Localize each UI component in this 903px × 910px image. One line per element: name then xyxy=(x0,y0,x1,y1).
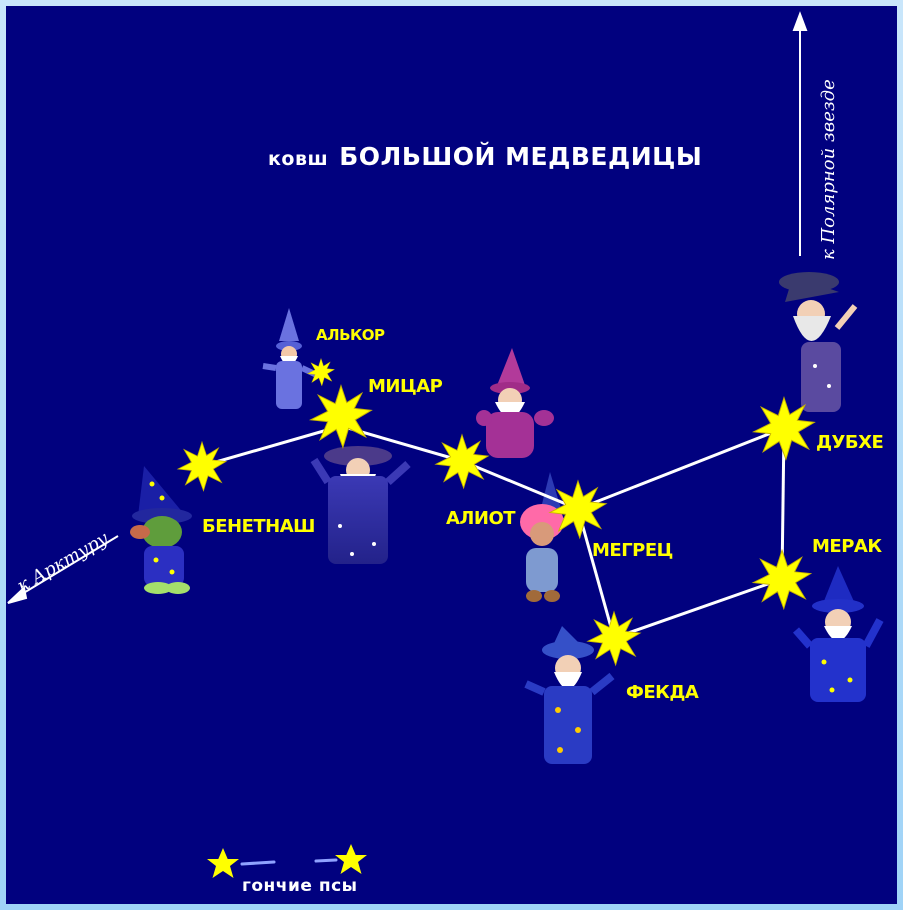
arrow-label-polaris: к Полярной звезде xyxy=(818,79,839,260)
wizard-icon xyxy=(792,566,884,702)
diagram-title: ковш БОЛЬШОЙ МЕДВЕДИЦЫ xyxy=(268,142,702,171)
star-label-merak: МЕРАК xyxy=(812,536,882,557)
wizard-icon xyxy=(524,626,615,764)
star-label-phecda: ФЕКДА xyxy=(626,682,699,703)
arrow-icon xyxy=(792,11,808,256)
star-label-megrez: МЕГРЕЦ xyxy=(592,540,673,561)
star-label-alkor: АЛЬКОР xyxy=(316,326,385,344)
legend-hunting-dogs: гончие псы xyxy=(242,876,358,896)
wizard-icon xyxy=(262,308,321,409)
star-icon xyxy=(207,844,367,878)
star-label-benetnash: БЕНЕТНАШ xyxy=(202,516,315,537)
title-prefix: ковш xyxy=(268,148,329,170)
wizard-icon xyxy=(476,348,554,458)
wizard-icon xyxy=(779,272,858,412)
sky-canvas: ковш БОЛЬШОЙ МЕДВЕДИЦЫ АЛЬКОР МИЦАР БЕНЕ… xyxy=(6,6,897,904)
constellation-diagram xyxy=(7,11,884,878)
wizard-icon xyxy=(130,466,192,594)
wizard-icon xyxy=(520,472,564,602)
title-main: БОЛЬШОЙ МЕДВЕДИЦЫ xyxy=(339,142,703,171)
star-label-mizar: МИЦАР xyxy=(368,376,443,397)
arrow-icon xyxy=(7,535,119,604)
wizard-icon xyxy=(310,446,411,564)
star-label-dubhe: ДУБХЕ xyxy=(816,432,884,453)
star-label-aliot: АЛИОТ xyxy=(446,508,516,529)
